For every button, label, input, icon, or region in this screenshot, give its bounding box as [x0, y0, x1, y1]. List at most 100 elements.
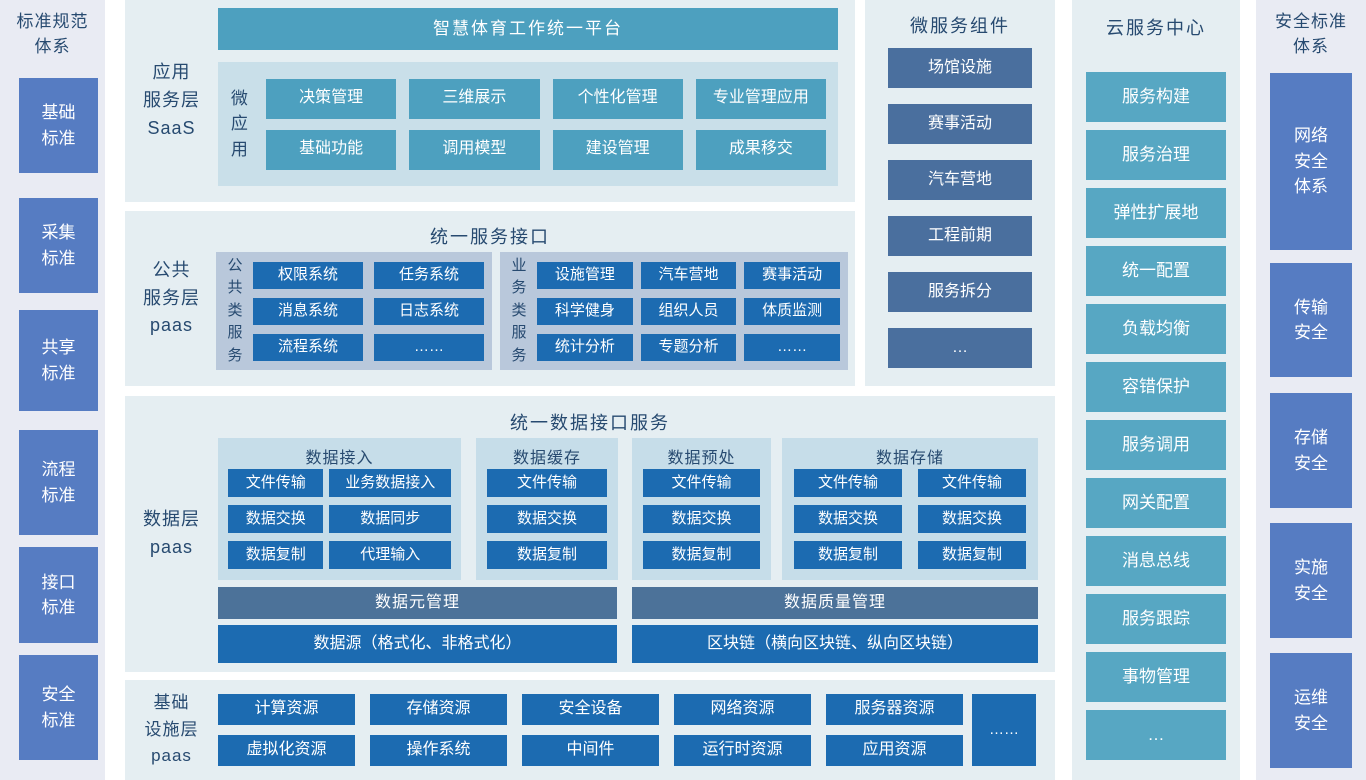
business-service-item: 科学健身 — [537, 297, 633, 325]
data-cache-group: 数据缓存 文件传输 数据交换 数据复制 — [476, 438, 618, 580]
security-box-transfer: 传输安全 — [1270, 263, 1352, 377]
data-access-title: 数据接入 — [305, 449, 374, 467]
cloud-service-center-title: 云服务中心 — [1106, 18, 1206, 38]
infra-item: 存储资源 — [370, 694, 507, 725]
data-meta-management-bar: 数据元管理 — [218, 587, 617, 619]
micro-app-button: 建设管理 — [552, 129, 683, 170]
microservice-item: 场馆设施 — [888, 48, 1032, 88]
security-box-ops: 运维安全 — [1270, 653, 1352, 768]
data-storage-item: 文件传输 — [794, 469, 902, 497]
data-cache-item: 文件传输 — [487, 469, 607, 497]
microservice-components-title: 微服务组件 — [910, 16, 1010, 36]
cloud-item: 事物管理 — [1086, 652, 1226, 702]
micro-app-button: 调用模型 — [409, 129, 540, 170]
cloud-item: 统一配置 — [1086, 246, 1226, 296]
business-service-item: 赛事活动 — [744, 261, 840, 289]
infra-more-box: …… — [972, 694, 1036, 766]
micro-app-button: 个性化管理 — [552, 78, 683, 119]
micro-app-button: 成果移交 — [695, 129, 826, 170]
standard-box-share: 共享标准 — [19, 310, 98, 411]
cloud-item: 消息总线 — [1086, 536, 1226, 586]
data-storage-item: 数据复制 — [918, 541, 1026, 569]
common-service-item: 权限系统 — [253, 261, 363, 289]
common-service-item: 任务系统 — [374, 261, 484, 289]
cloud-item: 服务治理 — [1086, 130, 1226, 180]
business-service-item: 汽车营地 — [640, 261, 737, 289]
data-preprocess-title: 数据预处 — [667, 449, 736, 467]
infra-item: 安全设备 — [522, 694, 659, 725]
micro-app-button: 基础功能 — [266, 129, 397, 170]
business-service-item: 组织人员 — [640, 297, 737, 325]
infra-item: 服务器资源 — [826, 694, 963, 725]
infra-item: 中间件 — [522, 735, 659, 766]
business-service-item: 统计分析 — [537, 333, 633, 361]
data-storage-item: 数据复制 — [794, 541, 902, 569]
standard-box-security: 安全标准 — [19, 655, 98, 760]
data-storage-grid: 文件传输 文件传输 数据交换 数据交换 数据复制 数据复制 — [794, 469, 1026, 569]
common-service-item: 消息系统 — [253, 297, 363, 325]
data-access-grid: 文件传输 业务数据接入 数据交换 数据同步 数据复制 代理输入 — [228, 469, 451, 569]
data-storage-group: 数据存储 文件传输 文件传输 数据交换 数据交换 数据复制 数据复制 — [782, 438, 1038, 580]
micro-app-grid: 决策管理 三维展示 个性化管理 专业管理应用 基础功能 调用模型 建设管理 成果… — [266, 78, 826, 170]
cloud-item: 弹性扩展地 — [1086, 188, 1226, 238]
cloud-item-more: … — [1086, 710, 1226, 760]
data-cache-item: 数据复制 — [487, 541, 607, 569]
security-standards-title: 安全标准体系 — [1275, 12, 1347, 56]
data-access-item: 业务数据接入 — [329, 469, 451, 497]
cloud-item: 服务构建 — [1086, 72, 1226, 122]
data-cache-title: 数据缓存 — [512, 449, 581, 467]
data-access-item: 数据复制 — [228, 541, 324, 569]
micro-app-button: 三维展示 — [409, 78, 540, 119]
cloud-item: 网关配置 — [1086, 478, 1226, 528]
standard-box-interface: 接口标准 — [19, 547, 98, 643]
microservice-components-panel: 微服务组件 场馆设施 赛事活动 汽车营地 工程前期 服务拆分 … — [865, 0, 1055, 386]
standard-box-basic: 基础标准 — [19, 78, 98, 173]
standard-box-collect: 采集标准 — [19, 198, 98, 293]
business-services-grid: 设施管理 汽车营地 赛事活动 科学健身 组织人员 体质监测 统计分析 专题分析 … — [537, 261, 840, 361]
data-access-item: 数据交换 — [228, 505, 324, 533]
microservice-item: 服务拆分 — [888, 272, 1032, 312]
infra-item: 应用资源 — [826, 735, 963, 766]
infra-row-1: 计算资源 存储资源 安全设备 网络资源 服务器资源 — [218, 694, 963, 725]
microservice-item: 汽车营地 — [888, 160, 1032, 200]
security-box-network: 网络安全体系 — [1270, 73, 1352, 250]
infra-item: 网络资源 — [674, 694, 811, 725]
business-services-label: 业务类服务 — [511, 256, 527, 364]
data-cache-item: 数据交换 — [487, 505, 607, 533]
business-service-item: 专题分析 — [640, 333, 737, 361]
infra-item: 运行时资源 — [674, 735, 811, 766]
common-services-label: 公共类服务 — [227, 256, 243, 364]
cloud-service-center-panel: 云服务中心 服务构建 服务治理 弹性扩展地 统一配置 负载均衡 容错保护 服务调… — [1072, 0, 1240, 780]
data-access-group: 数据接入 文件传输 业务数据接入 数据交换 数据同步 数据复制 代理输入 — [218, 438, 461, 580]
data-access-item: 数据同步 — [329, 505, 451, 533]
business-service-item: 体质监测 — [744, 297, 840, 325]
data-quality-management-bar: 数据质量管理 — [632, 587, 1038, 619]
data-storage-item: 数据交换 — [794, 505, 902, 533]
security-box-storage: 存储安全 — [1270, 393, 1352, 508]
common-service-item: 日志系统 — [374, 297, 484, 325]
common-services-group: 公共类服务 权限系统 任务系统 消息系统 日志系统 流程系统 …… — [216, 252, 492, 370]
standard-box-process: 流程标准 — [19, 430, 98, 535]
business-service-item: 设施管理 — [537, 261, 633, 289]
infra-row-2: 虚拟化资源 操作系统 中间件 运行时资源 应用资源 — [218, 735, 963, 766]
data-preprocess-item: 数据交换 — [643, 505, 760, 533]
microservice-item-more: … — [888, 328, 1032, 368]
data-cache-grid: 文件传输 数据交换 数据复制 — [487, 469, 607, 569]
cloud-item: 容错保护 — [1086, 362, 1226, 412]
data-preprocess-grid: 文件传输 数据交换 数据复制 — [643, 469, 760, 569]
cloud-item: 服务跟踪 — [1086, 594, 1226, 644]
cloud-item: 负载均衡 — [1086, 304, 1226, 354]
data-preprocess-item: 数据复制 — [643, 541, 760, 569]
microservice-item: 赛事活动 — [888, 104, 1032, 144]
platform-header: 智慧体育工作统一平台 — [218, 8, 838, 50]
microservice-item: 工程前期 — [888, 216, 1032, 256]
infra-item: 操作系统 — [370, 735, 507, 766]
standards-system-panel: 标准规范体系 基础标准 采集标准 共享标准 流程标准 接口标准 安全标准 — [0, 0, 105, 780]
standards-system-title: 标准规范体系 — [16, 12, 89, 56]
